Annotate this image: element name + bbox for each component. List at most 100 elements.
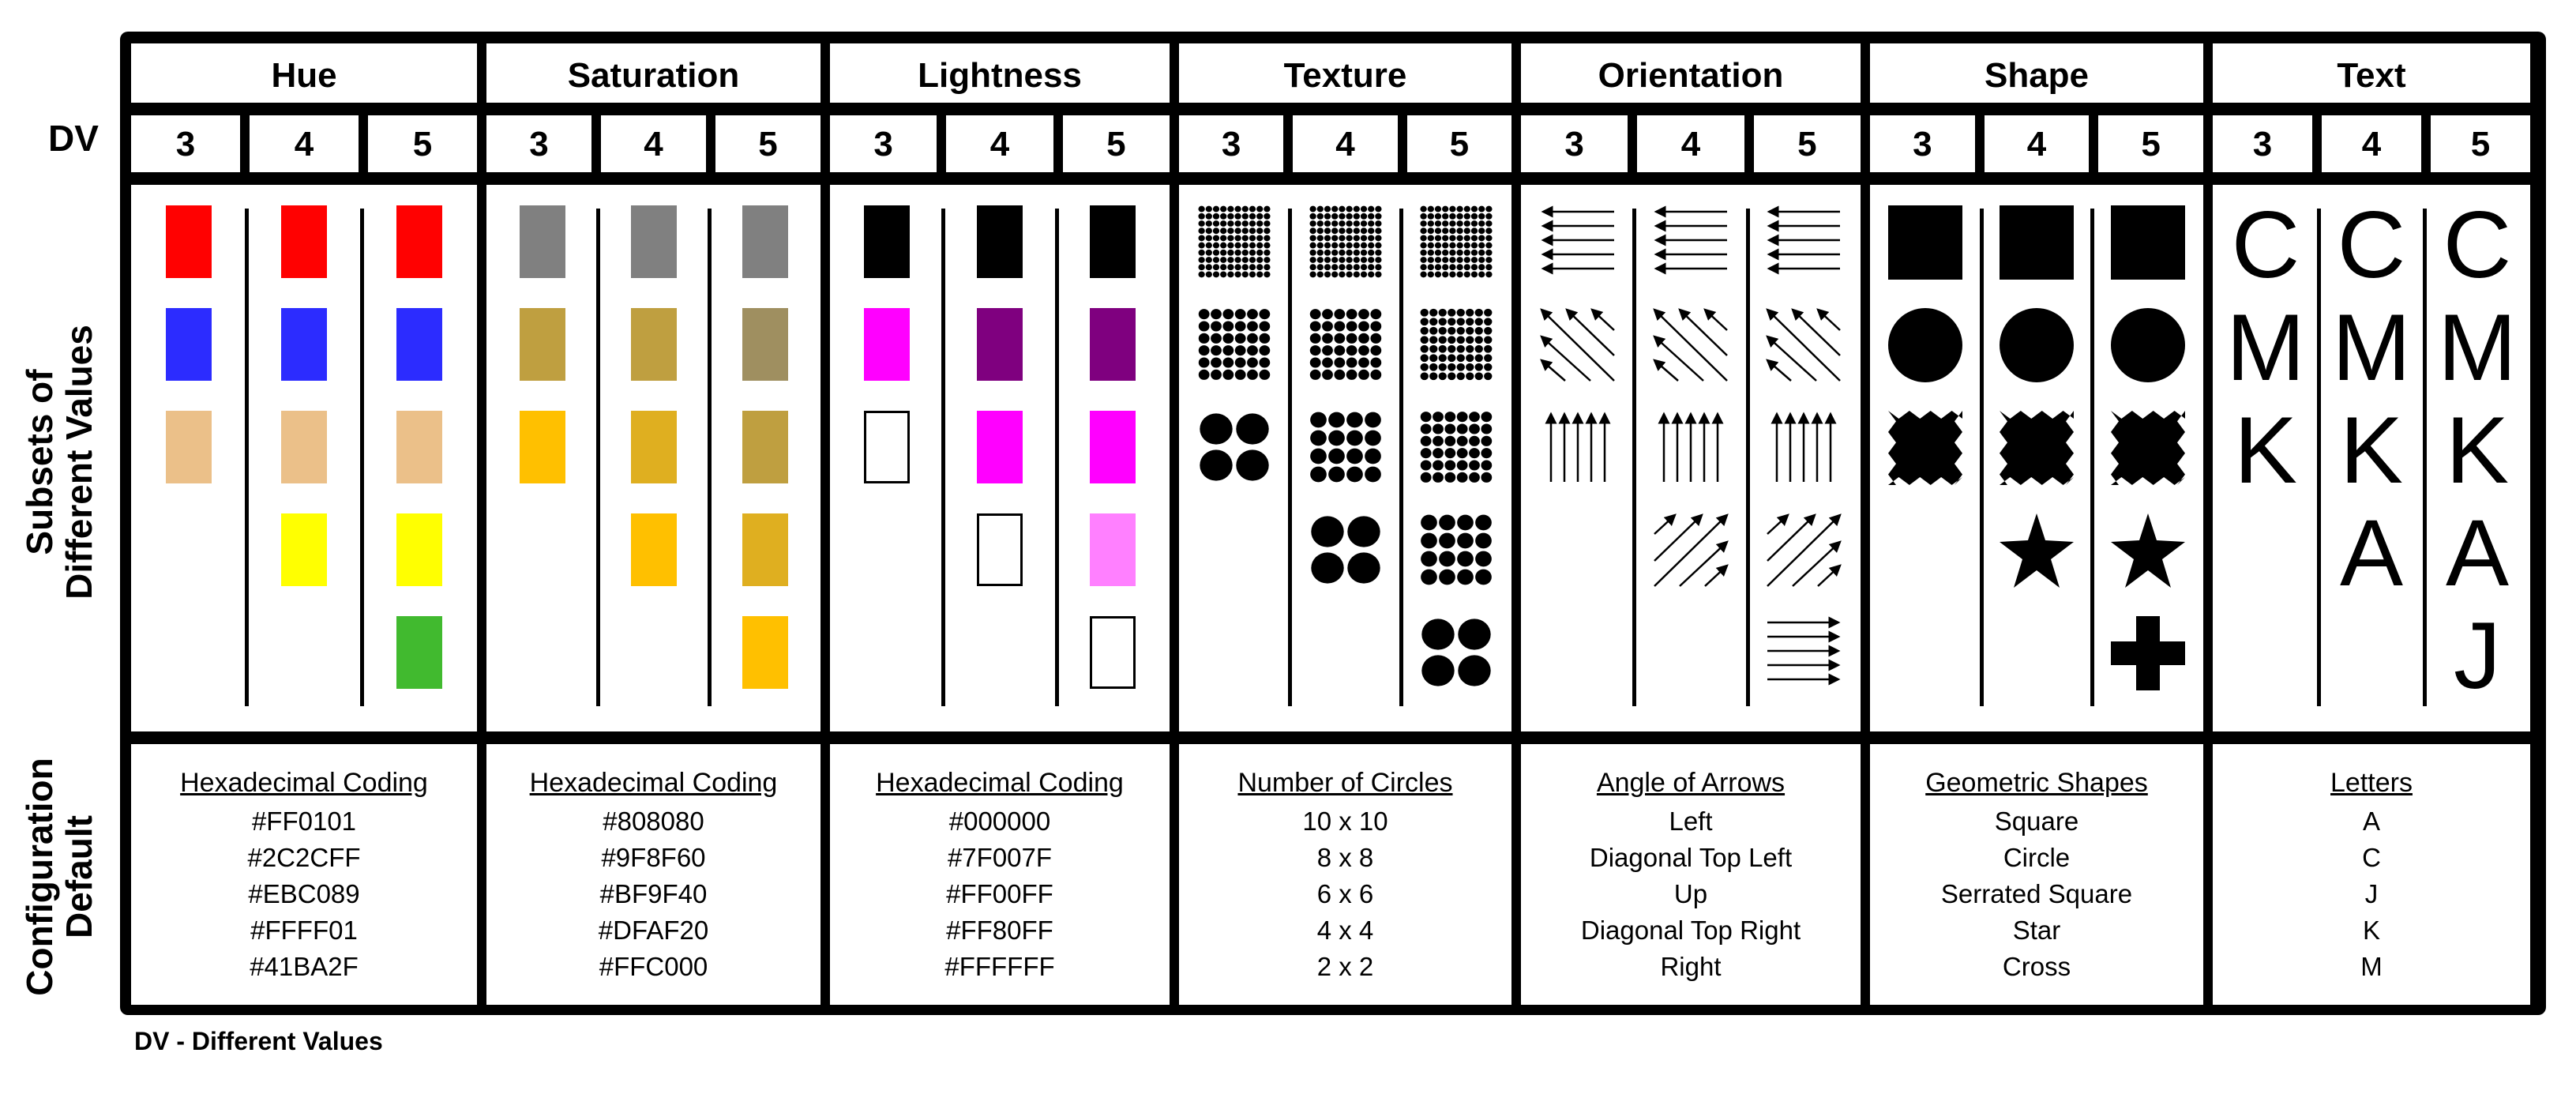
arrows-up-icon	[1771, 412, 1837, 482]
attribute-title: Orientation	[1598, 56, 1784, 95]
dv-value: 5	[1449, 125, 1470, 164]
config-value: 8 x 8	[1316, 843, 1374, 872]
config-content: Hexadecimal Coding#808080#9F8F60#BF9F40#…	[486, 768, 820, 985]
letter-glyph: K	[2339, 397, 2404, 503]
dv-value: 5	[758, 125, 778, 164]
config-title: Hexadecimal Coding	[876, 768, 1124, 798]
config-value: #FFC000	[599, 952, 708, 981]
serrated-square-shape-icon	[2110, 411, 2185, 485]
attribute-header-saturation: Saturation	[486, 43, 820, 103]
color-swatch	[977, 513, 1023, 586]
circle-grid-10x10-icon	[1309, 205, 1382, 278]
dv-cell-lightness-5: 5	[1062, 115, 1170, 172]
letter-glyph: K	[2445, 397, 2510, 503]
dv-cell-shape-4: 4	[1984, 115, 2090, 172]
dv-cell-saturation-3: 3	[486, 115, 591, 172]
circle-grid-10x10-icon	[1198, 205, 1271, 278]
circle-shape-icon	[2110, 308, 2185, 382]
color-swatch	[630, 411, 677, 483]
subset-divider	[2090, 209, 2095, 706]
arrows-diag-top-left-icon	[1539, 308, 1615, 382]
config-value: #2C2CFF	[247, 843, 361, 872]
color-swatch	[977, 205, 1023, 278]
circle-grid-4x4-icon	[1420, 514, 1492, 585]
attribute-header-shape: Shape	[1870, 43, 2203, 103]
dv-value: 3	[873, 125, 893, 164]
circle-grid-4x4-icon	[1309, 412, 1381, 483]
arrows-diag-top-right-icon	[1767, 513, 1842, 587]
dv-value: 4	[989, 125, 1010, 164]
color-swatch	[396, 513, 442, 586]
config-value: #41BA2F	[250, 952, 359, 981]
config-label-line2: Default	[58, 815, 100, 938]
square-shape-icon	[1888, 205, 1963, 280]
dv-cell-text-5: 5	[2431, 115, 2530, 172]
config-value: #FFFFFF	[944, 952, 1055, 981]
color-swatch	[742, 205, 788, 278]
config-content: Hexadecimal Coding#000000#7F007F#FF00FF#…	[830, 768, 1170, 985]
dv-cell-lightness-4: 4	[946, 115, 1053, 172]
config-value: #7F007F	[947, 843, 1053, 872]
letter-glyph: M	[2438, 295, 2517, 400]
subsets-cell-lightness	[830, 185, 1170, 731]
dv-value: 5	[1797, 125, 1817, 164]
dv-value: 5	[1106, 125, 1126, 164]
circle-grid-6x6-icon	[1309, 309, 1381, 380]
dv-cell-hue-3: 3	[131, 115, 240, 172]
arrows-diag-top-left-icon	[1766, 308, 1842, 382]
cross-shape-icon	[2110, 616, 2185, 690]
letter-glyph: A	[2445, 500, 2510, 606]
circle-grid-2x2-icon	[1200, 413, 1269, 481]
color-swatch	[1090, 308, 1136, 381]
config-value: Diagonal Top Right	[1580, 916, 1801, 945]
dv-cell-shape-3: 3	[1870, 115, 1975, 172]
color-swatch	[396, 205, 442, 278]
circle-grid-2x2-icon	[1310, 516, 1380, 584]
config-cell-lightness: Hexadecimal Coding#000000#7F007F#FF00FF#…	[830, 744, 1170, 1005]
dv-cell-texture-4: 4	[1293, 115, 1398, 172]
config-value: 10 x 10	[1302, 807, 1388, 836]
subsets-cell-orientation	[1521, 185, 1861, 731]
dv-cell-shape-5: 5	[2098, 115, 2203, 172]
subsets-cell-shape	[1870, 185, 2203, 731]
subsets-cell-texture	[1179, 185, 1511, 731]
subset-divider	[1054, 209, 1059, 706]
attribute-title: Lightness	[918, 56, 1082, 95]
serrated-square-shape-icon	[2000, 411, 2074, 485]
config-value: Cross	[2002, 952, 2071, 981]
subsets-cell-hue	[131, 185, 477, 731]
config-title: Geometric Shapes	[1925, 768, 2148, 798]
arrows-left-icon	[1541, 205, 1614, 275]
circle-grid-8x8-icon	[1420, 308, 1493, 381]
arrows-right-icon	[1767, 616, 1841, 686]
circle-grid-2x2-icon	[1421, 619, 1491, 686]
letter-glyph: C	[2443, 192, 2512, 298]
subset-divider	[245, 209, 249, 706]
dv-value: 3	[2252, 125, 2273, 164]
config-title: Number of Circles	[1237, 768, 1453, 798]
config-title: Letters	[2330, 768, 2413, 798]
config-value: Diagonal Top Left	[1589, 843, 1793, 872]
color-swatch	[863, 411, 910, 483]
dv-cell-texture-3: 3	[1179, 115, 1284, 172]
config-value: Star	[2012, 916, 2061, 945]
color-swatch	[1090, 513, 1136, 586]
dv-value: 4	[2361, 125, 2382, 164]
color-swatch	[630, 513, 677, 586]
circle-grid-10x10-icon	[1420, 205, 1493, 278]
letter-glyph: C	[2231, 192, 2300, 298]
square-shape-icon	[2000, 205, 2074, 280]
subset-divider	[941, 209, 946, 706]
config-value: #FF00FF	[946, 879, 1053, 908]
dv-cell-text-3: 3	[2213, 115, 2312, 172]
letter-glyph: K	[2233, 397, 2298, 503]
config-value: 4 x 4	[1316, 916, 1374, 945]
config-value: #DFAF20	[598, 916, 709, 945]
dv-value: 4	[2026, 125, 2047, 164]
dv-value: 3	[1913, 125, 1932, 164]
serrated-square-shape-icon	[1888, 411, 1963, 485]
subset-divider	[1632, 209, 1637, 706]
attribute-header-lightness: Lightness	[830, 43, 1170, 103]
